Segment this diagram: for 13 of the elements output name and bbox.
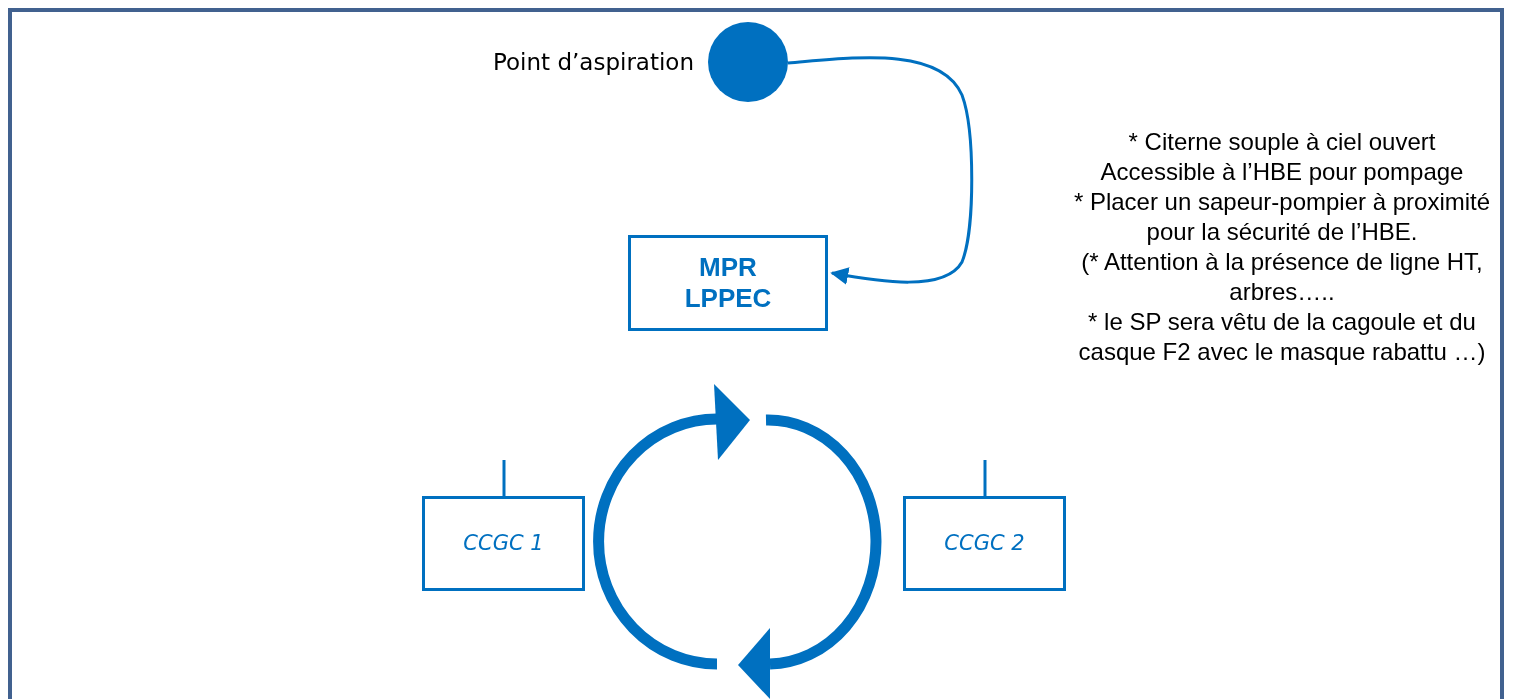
unit-box bbox=[422, 496, 585, 591]
note-text: Accessible à l’HBE pour pompage bbox=[1100, 157, 1464, 187]
note-text: * Citerne souple à ciel ouvert bbox=[1128, 127, 1436, 157]
unit-box bbox=[903, 496, 1066, 591]
node-label: CCGC 2 bbox=[944, 530, 1025, 557]
node-label: CCGC 1 bbox=[463, 530, 544, 557]
point-label: Point d’aspiration bbox=[493, 49, 694, 75]
note-text: (* Attention à la présence de ligne HT, arbres….. bbox=[1080, 247, 1484, 307]
note-text: * Placer un sapeur-pompier à proximité pour la sécurité de l’HBE. bbox=[1072, 187, 1492, 247]
unit-box bbox=[628, 235, 828, 331]
arrow bbox=[787, 56, 974, 285]
node-label: MPR LPPEC bbox=[683, 251, 773, 315]
note-text: * le SP sera vêtu de la cagoule et du casque F2 avec le masque rabattu …) bbox=[1077, 307, 1487, 367]
